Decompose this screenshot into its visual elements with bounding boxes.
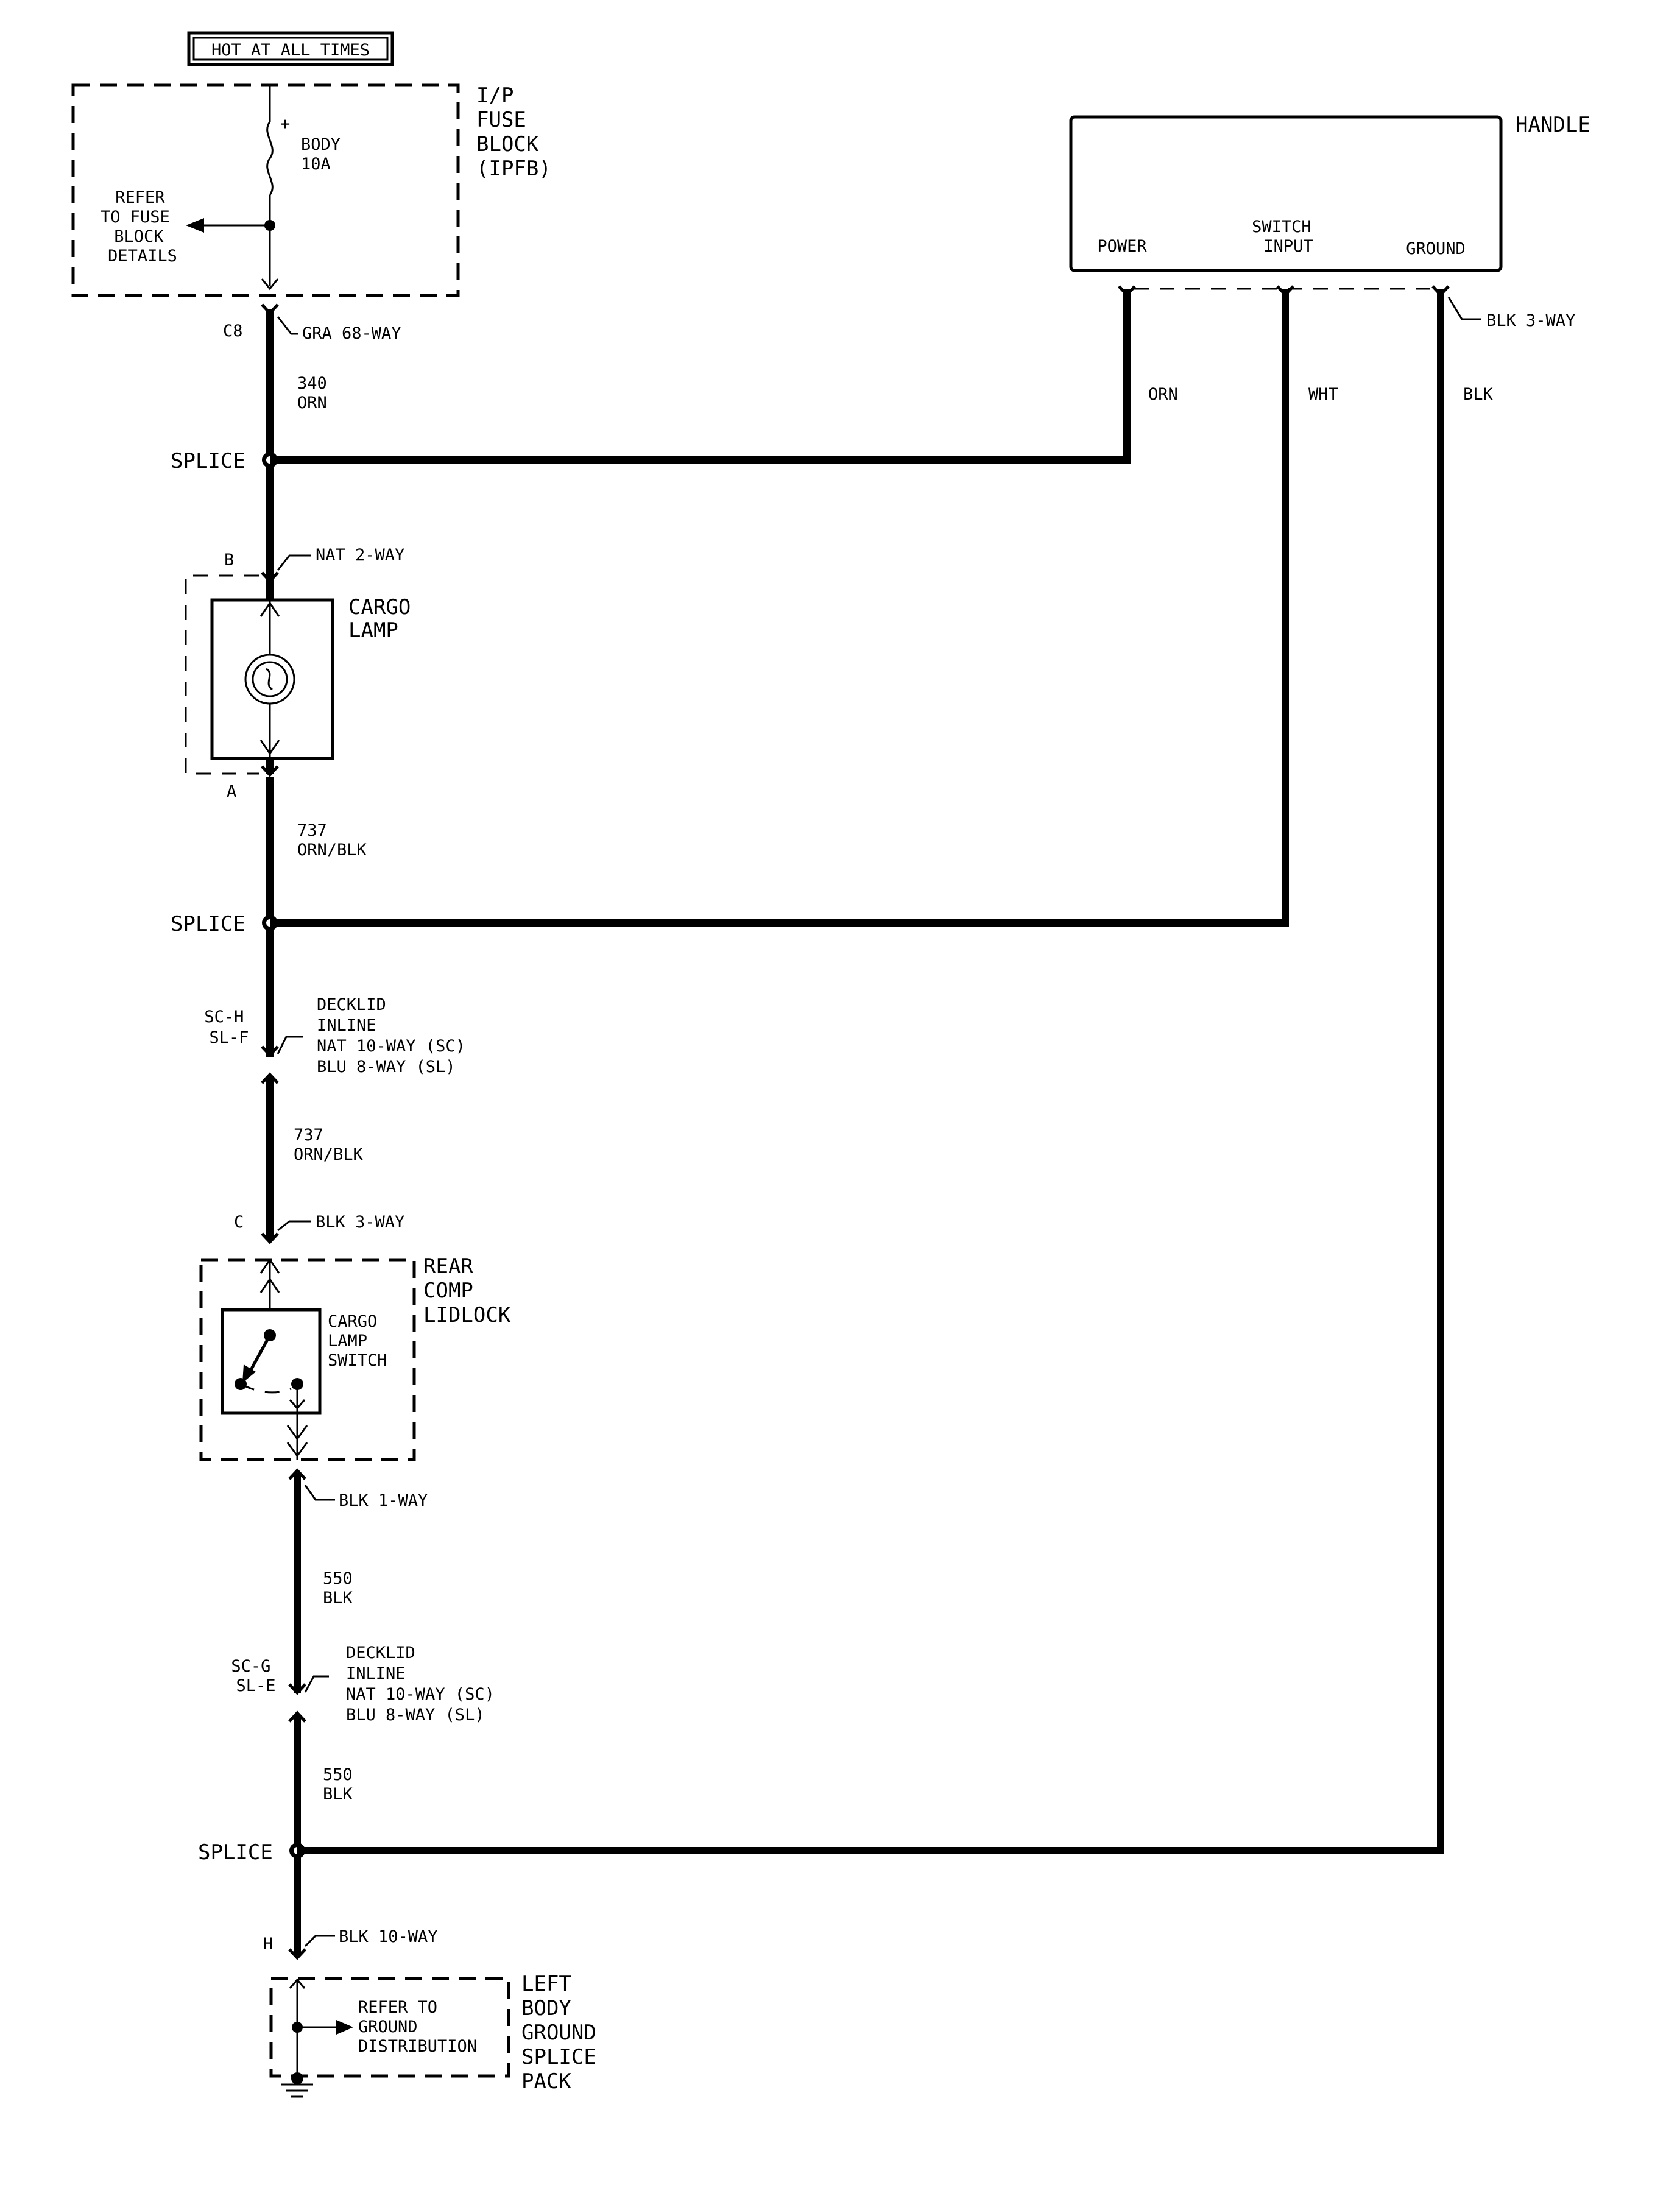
arrow-right-icon: [336, 2020, 353, 2035]
splice-1-label: SPLICE: [171, 449, 245, 473]
connector-a-pin: A: [227, 782, 236, 801]
connector-b-pin: B: [224, 551, 234, 570]
handle-name: HANDLE: [1516, 113, 1590, 137]
connector-h-desc: BLK 10-WAY: [339, 1927, 438, 1946]
wire-550-upper-label: 550 BLK: [323, 1569, 362, 1608]
decklid-upper-desc: DECKLID INLINE NAT 10-WAY (SC) BLU 8-WAY…: [317, 995, 475, 1076]
cargo-lamp-switch-box: [221, 1308, 322, 1415]
cargo-lamp-switch-label: CARGO LAMP SWITCH: [328, 1312, 387, 1370]
decklid-lower-desc: DECKLID INLINE NAT 10-WAY (SC) BLU 8-WAY…: [346, 1643, 504, 1725]
arrow-left-icon: [186, 218, 204, 233]
handle-ground-wire-color: BLK: [1463, 385, 1494, 404]
connector-c8-pin: C8: [223, 322, 243, 341]
fuse-block-name: I/P FUSE BLOCK (IPFB): [476, 83, 551, 181]
handle-connector-desc: BLK 3-WAY: [1486, 311, 1575, 330]
handle-pin-ground: GROUND: [1406, 239, 1466, 258]
switch-arm-arrow-icon: [242, 1364, 256, 1383]
handle-switch-wire-color: WHT: [1308, 385, 1338, 404]
power-note-box: [187, 31, 394, 66]
rear-comp-lidlock-outline: [199, 1258, 416, 1461]
ground-pack-outline: [269, 1977, 510, 2078]
fuse-symbol: [266, 121, 274, 196]
wire-550-lower-label: 550 BLK: [323, 1765, 362, 1804]
fuse-label: BODY 10A: [301, 135, 350, 174]
handle-pin-power: POWER: [1097, 237, 1147, 256]
wire-handle-power-orn: [270, 289, 1131, 464]
wire-737-lower-label: 737 ORN/BLK: [294, 1126, 364, 1164]
wire-handle-switch-wht: [270, 289, 1289, 927]
connector-c-desc: BLK 3-WAY: [316, 1213, 404, 1232]
rear-comp-lidlock-label: REAR COMP LIDLOCK: [423, 1254, 511, 1327]
cargo-lamp-label: CARGO LAMP: [348, 595, 423, 643]
wire-340-label: 340 ORN: [297, 374, 337, 412]
handle-pin-switch: SWITCH INPUT: [1252, 217, 1321, 256]
ground-pack-label: LEFT BODY GROUND SPLICE PACK: [521, 1972, 609, 2094]
connector-h-pin: H: [263, 1935, 273, 1954]
decklid-upper-pins: SC-H SL-F: [204, 1008, 253, 1047]
decklid-lower-pins: SC-G SL-E: [231, 1657, 280, 1695]
handle-power-wire-color: ORN: [1148, 385, 1178, 404]
connector-c8-desc: GRA 68-WAY: [302, 324, 401, 343]
power-note: HOT AT ALL TIMES: [211, 41, 370, 60]
splice-3-label: SPLICE: [198, 1840, 273, 1865]
wire-handle-ground-blk: [297, 289, 1444, 1854]
handle-box: [1069, 115, 1503, 272]
connector-c-pin: C: [234, 1213, 244, 1232]
fuse-refer-note: REFER TO FUSE BLOCK DETAILS: [101, 188, 180, 266]
cargo-lamp-housing: [185, 574, 259, 775]
connector-1way-desc: BLK 1-WAY: [339, 1491, 428, 1510]
cargo-lamp-box: [210, 598, 334, 760]
splice-2-label: SPLICE: [171, 912, 245, 936]
fuse-polarity: +: [280, 115, 290, 133]
wire-737-upper-label: 737 ORN/BLK: [297, 821, 367, 860]
ground-refer-note: REFER TO GROUND DISTRIBUTION: [358, 1998, 477, 2056]
connector-b-desc: NAT 2-WAY: [316, 546, 404, 565]
ground-icon: [281, 2083, 313, 2098]
fuse-block-outline: [71, 83, 460, 297]
switch-contact-arm: [247, 1334, 272, 1375]
